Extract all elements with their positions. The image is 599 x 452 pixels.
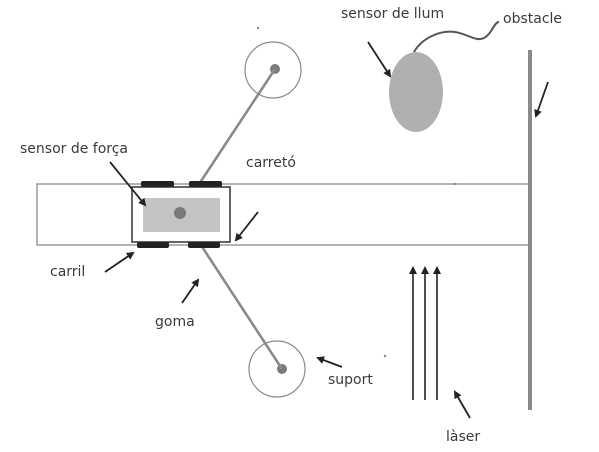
pointer-arrow-cart xyxy=(234,211,259,242)
stray-dot xyxy=(256,26,260,30)
pointer-arrow-light-sensor xyxy=(367,41,392,78)
light-sensor-cable xyxy=(413,21,500,53)
label-cart: carretó xyxy=(246,155,296,171)
label-force-sensor: sensor de força xyxy=(20,141,129,157)
pointer-arrow-obstacle xyxy=(534,81,549,118)
pointer-arrow-rail xyxy=(104,251,135,273)
pointer-arrow-laser xyxy=(454,390,471,419)
top-support-circle xyxy=(244,41,302,99)
pointer-arrow-rubber-band xyxy=(181,278,200,304)
pointer-arrow-support xyxy=(316,356,343,368)
cart-wheel xyxy=(141,181,174,187)
stray-dot xyxy=(453,182,457,186)
label-light-sensor: sensor de llum xyxy=(341,6,445,22)
label-obstacle: obstacle xyxy=(503,11,563,27)
cart-wheel xyxy=(137,242,169,248)
label-rubber-band: goma xyxy=(155,314,195,330)
cart-wheel xyxy=(188,242,220,248)
cart-anchor-point xyxy=(174,207,186,219)
bottom-support-circle xyxy=(248,340,306,398)
cart-wheel xyxy=(189,181,222,187)
label-rail: carril xyxy=(50,264,86,280)
pointer-arrow-force-sensor xyxy=(109,161,147,207)
rail xyxy=(36,183,530,246)
light-sensor xyxy=(389,52,443,132)
label-support: suport xyxy=(328,372,373,388)
stray-dot xyxy=(383,354,387,358)
label-laser: làser xyxy=(446,429,481,445)
